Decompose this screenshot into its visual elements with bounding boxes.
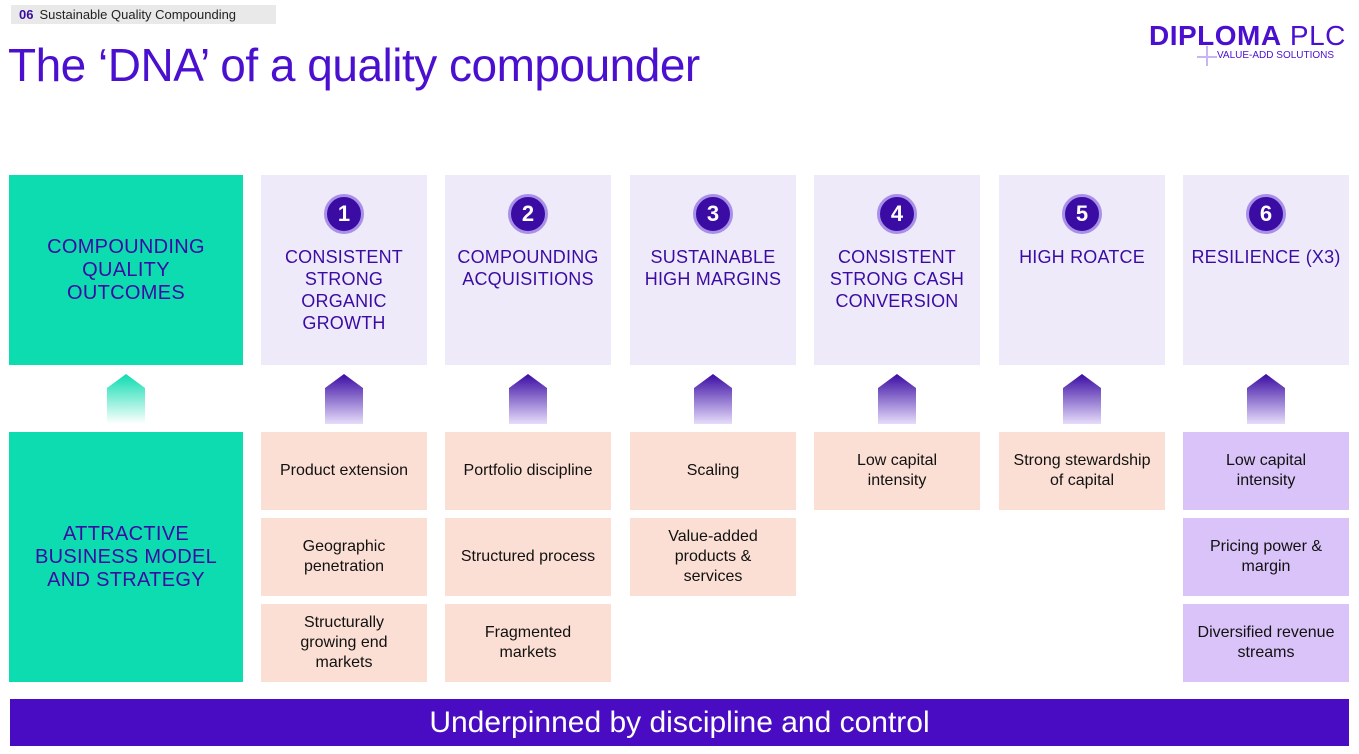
attribute-box: Scaling	[630, 432, 796, 510]
outcomes-panel: COMPOUNDING QUALITY OUTCOMES	[9, 175, 243, 365]
logo-name-light: PLC	[1289, 20, 1346, 51]
attribute-box: Strong stewardship of capital	[999, 432, 1165, 510]
up-arrow-icon	[107, 374, 145, 424]
outcomes-label: COMPOUNDING QUALITY OUTCOMES	[47, 235, 205, 304]
pillar-title: RESILIENCE (X3)	[1191, 247, 1341, 267]
pillar-number-badge: 5	[1062, 194, 1102, 234]
up-arrow-icon	[878, 374, 916, 424]
pillar-number-badge: 3	[693, 194, 733, 234]
pillar-title: CONSISTENT STRONG ORGANIC GROWTH	[284, 247, 403, 333]
page-title: The ‘DNA’ of a quality compounder	[8, 39, 700, 91]
pillar-title: CONSISTENT STRONG CASH CONVERSION	[829, 247, 965, 311]
up-arrow-icon	[1063, 374, 1101, 424]
pillar-title: SUSTAINABLE HIGH MARGINS	[644, 247, 782, 289]
pillar-number-badge: 2	[508, 194, 548, 234]
pillar-title: HIGH ROATCE	[1019, 247, 1145, 267]
attribute-box: Portfolio discipline	[445, 432, 611, 510]
attribute-box: Low capital intensity	[814, 432, 980, 510]
logo-name-bold: DIPLOMA	[1149, 20, 1282, 51]
attribute-box: Product extension	[261, 432, 427, 510]
pillar-title: COMPOUNDING ACQUISITIONS	[457, 247, 599, 289]
section-number: 06	[19, 7, 34, 22]
strategy-label: ATTRACTIVE BUSINESS MODEL AND STRATEGY	[34, 522, 218, 591]
up-arrow-icon	[325, 374, 363, 424]
up-arrow-icon	[509, 374, 547, 424]
attribute-box: Pricing power & margin	[1183, 518, 1349, 596]
attribute-box: Structured process	[445, 518, 611, 596]
section-tag: 06 Sustainable Quality Compounding	[11, 5, 276, 24]
up-arrow-icon	[1247, 374, 1285, 424]
pillar-number-badge: 1	[324, 194, 364, 234]
pillar-number-badge: 4	[877, 194, 917, 234]
attribute-box: Diversified revenue streams	[1183, 604, 1349, 682]
attribute-box: Value-added products & services	[630, 518, 796, 596]
attribute-box: Fragmented markets	[445, 604, 611, 682]
pillar-number-badge: 6	[1246, 194, 1286, 234]
attribute-box: Low capital intensity	[1183, 432, 1349, 510]
strategy-panel: ATTRACTIVE BUSINESS MODEL AND STRATEGY	[9, 432, 243, 682]
company-logo: DIPLOMA PLC VALUE-ADD SOLUTIONS	[1149, 20, 1349, 66]
footer-banner: Underpinned by discipline and control	[10, 699, 1349, 746]
attribute-box: Geographic penetration	[261, 518, 427, 596]
logo-tagline: VALUE-ADD SOLUTIONS	[1217, 50, 1335, 61]
up-arrow-icon	[694, 374, 732, 424]
section-label: Sustainable Quality Compounding	[39, 7, 237, 22]
attribute-box: Structurally growing end markets	[261, 604, 427, 682]
